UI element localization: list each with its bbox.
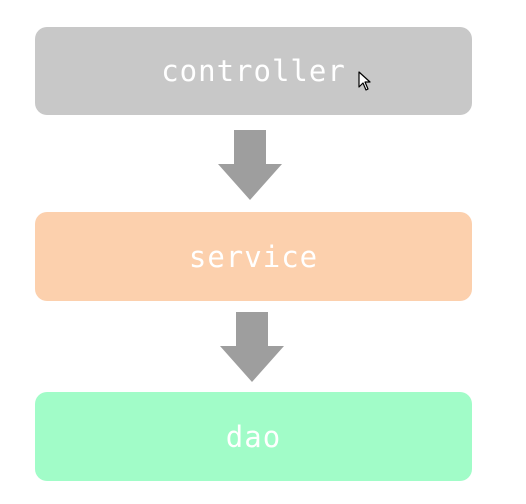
- service-layer-label: service: [188, 239, 319, 274]
- service-layer-box: service: [35, 212, 472, 301]
- mouse-pointer-icon: [358, 71, 371, 91]
- arrow-down-icon: [220, 312, 284, 382]
- dao-layer-box: dao: [35, 392, 472, 481]
- dao-layer-label: dao: [225, 419, 282, 454]
- controller-layer-box: controller: [35, 27, 472, 115]
- controller-layer-label: controller: [161, 54, 346, 88]
- arrow-down-icon: [218, 130, 282, 200]
